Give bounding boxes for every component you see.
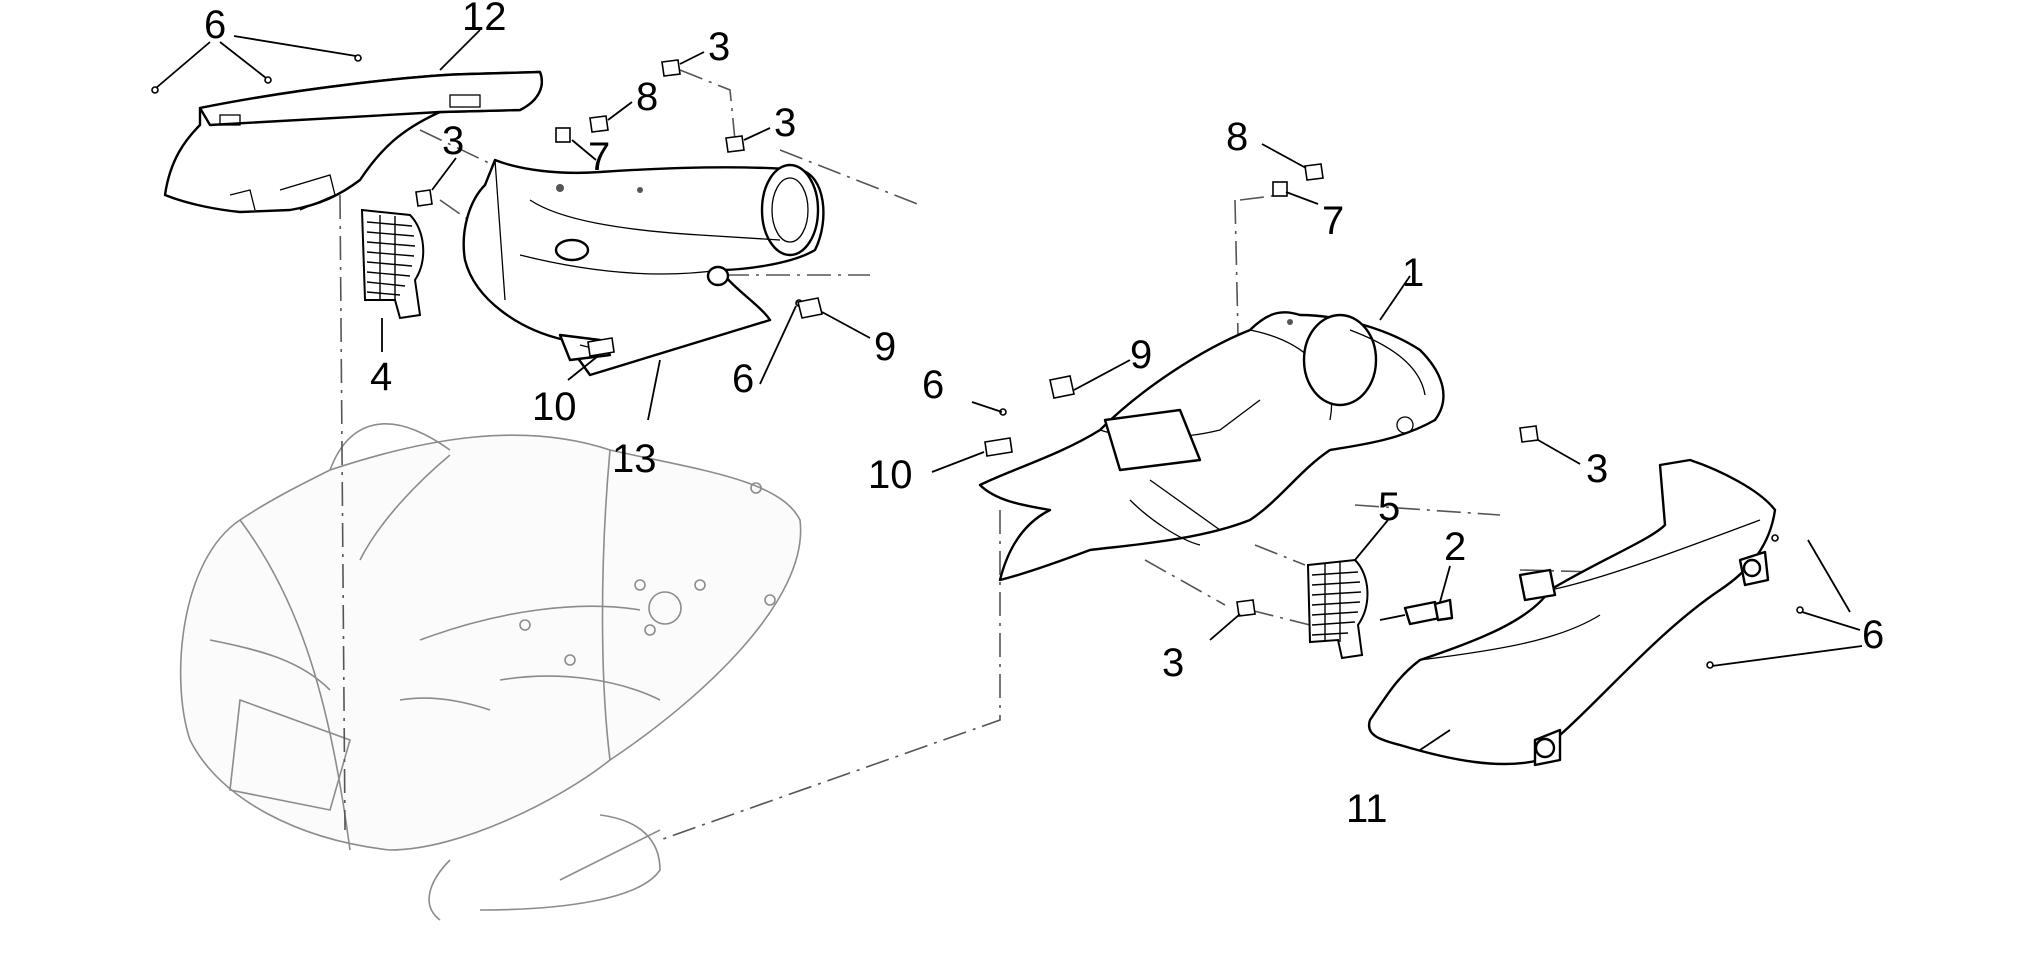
callout-3-upper-middle: 3 [774, 101, 796, 145]
part-13-left-air-duct [462, 158, 825, 377]
callout-2: 2 [1444, 525, 1466, 569]
callout-10-left: 10 [532, 385, 577, 429]
part-11-lower-side-panel [1367, 458, 1777, 767]
front-fairing-outline [179, 423, 802, 921]
callout-4: 4 [370, 355, 392, 399]
callout-7-right: 7 [1322, 199, 1344, 243]
callout-3-top: 3 [708, 25, 730, 69]
part-1-right-air-duct [978, 311, 1445, 582]
callout-7-left: 7 [588, 135, 610, 179]
callout-6-top-left: 6 [204, 3, 226, 47]
callout-12: 12 [462, 0, 507, 39]
callout-3-left: 3 [442, 119, 464, 163]
part-4-left-grille [360, 208, 425, 320]
callout-9-right: 9 [1130, 333, 1152, 377]
callout-5: 5 [1378, 485, 1400, 529]
part-2-sensor [1379, 598, 1454, 626]
callout-labels: 6 12 3 8 3 3 7 4 10 13 9 6 6 9 10 8 7 1 … [204, 0, 1884, 831]
callout-13: 13 [612, 437, 657, 481]
part-12-upper-panel [163, 70, 543, 214]
leader-lines [155, 29, 1863, 751]
callout-6-right: 6 [1862, 613, 1884, 657]
callout-1: 1 [1402, 251, 1424, 295]
callout-8-right: 8 [1226, 115, 1248, 159]
callout-8-left: 8 [636, 75, 658, 119]
fasteners [151, 54, 1804, 669]
callout-3-right: 3 [1586, 447, 1608, 491]
callout-9-left: 9 [874, 325, 896, 369]
part-5-right-grille [1306, 558, 1369, 660]
callout-11: 11 [1346, 787, 1388, 831]
callout-6-middle-left: 6 [732, 357, 754, 401]
callout-6-middle: 6 [922, 363, 944, 407]
callout-10-right: 10 [868, 453, 913, 497]
callout-3-bottom: 3 [1162, 641, 1184, 685]
